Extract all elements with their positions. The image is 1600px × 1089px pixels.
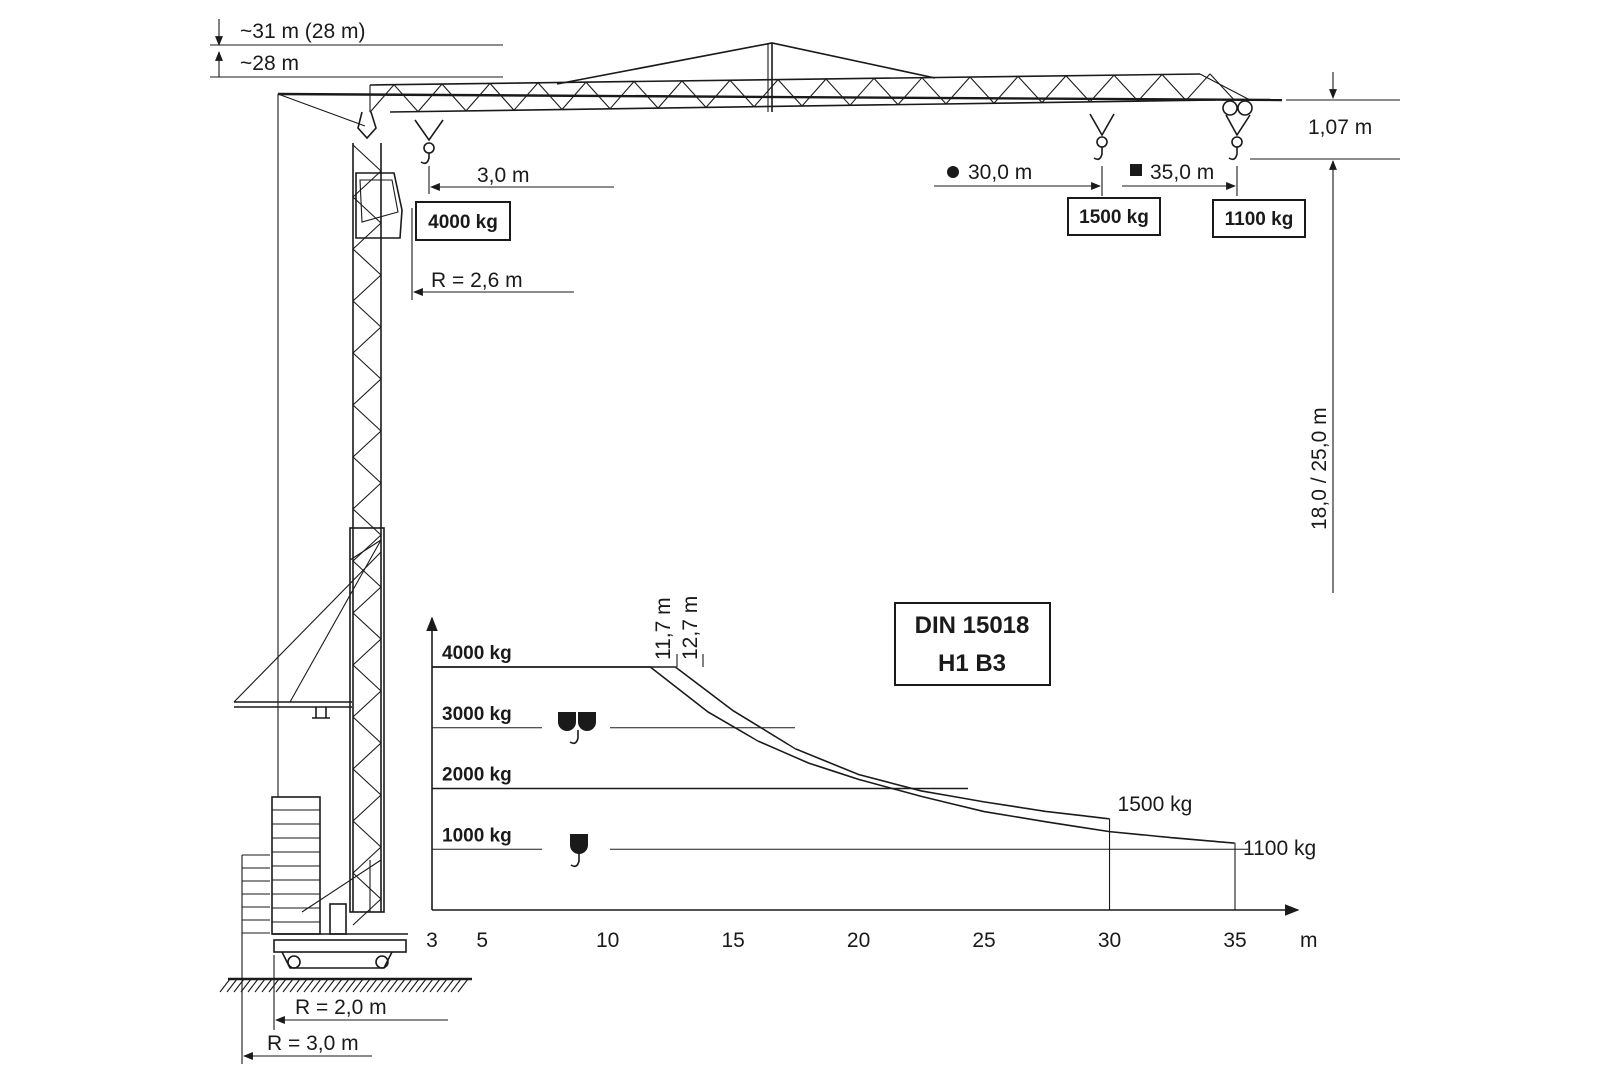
radius-30-bullet-icon [947,166,959,178]
series-end-label: 1500 kg [1118,793,1193,816]
load-curve-single [432,666,1236,844]
hook-min-radius [414,119,444,165]
hook-height-label: ~28 m [240,52,299,75]
break-radius-1-label: 11,7 m [652,597,675,660]
base-radius-1-label: R = 2,0 m [295,996,387,1019]
tower-radius-label: R = 2,6 m [431,269,523,292]
x-tick-label: 3 [426,929,438,952]
y-tick-label: 4000 kg [442,643,512,664]
crane-structure [219,42,1283,993]
series-end-labels: 1500 kg 1100 kg [1118,793,1317,860]
min-radius-label: 3,0 m [477,164,530,187]
tower-head [357,111,377,140]
crane-chassis [272,903,408,969]
x-unit-label: m [1300,929,1318,952]
dim-base-radius: R = 2,0 m R = 3,0 m [241,855,448,1064]
load-35-label: 1100 kg [1225,209,1294,230]
y-tick-labels: 1000 kg 2000 kg 3000 kg 4000 kg [442,643,512,846]
dim-jib-radius-35: 35,0 m [1122,161,1238,196]
dim-hook-height: ~31 m (28 m) ~28 m [210,19,503,78]
load-30-label: 1500 kg [1079,207,1149,228]
load-curves [432,666,1236,910]
base-radius-2-label: R = 3,0 m [267,1032,359,1055]
double-hook-icon [558,712,596,745]
x-tick-label: 35 [1223,929,1246,952]
break-radius-2-label: 12,7 m [679,596,702,660]
break-radius-markers: 11,7 m 12,7 m [652,596,704,667]
tower-mast [349,143,385,926]
x-tick-label: 15 [721,929,744,952]
load-curve-double [432,666,1110,820]
dim-tower-radius: R = 2,6 m [411,208,574,300]
side-platform [233,539,382,913]
dim-min-radius: 3,0 m [428,164,614,194]
jib-radius-35-label: 35,0 m [1150,161,1214,184]
radius-35-square-icon [1130,164,1142,176]
single-hook-icon [570,834,588,868]
x-tick-label: 10 [596,929,619,952]
counterweight [242,796,321,935]
load-box-35: 1100 kg [1212,199,1306,238]
standard-box: DIN 15018 H1 B3 [894,602,1051,686]
dim-jib-depth: 1,07 m [1250,72,1400,160]
y-gridlines [432,666,1248,850]
trolley-hook-35m [1222,100,1253,161]
x-tick-label: 5 [476,929,488,952]
x-tick-label: 20 [847,929,870,952]
load-box-min-radius: 4000 kg [415,201,511,241]
dim-jib-radius-30: 30,0 m [934,161,1103,196]
clearance-height-label: 18,0 / 25,0 m [1308,407,1331,530]
jib-radius-30-label: 30,0 m [968,161,1032,184]
jib-depth-label: 1,07 m [1308,116,1372,139]
y-tick-label: 1000 kg [442,825,512,846]
y-tick-label: 3000 kg [442,704,512,725]
load-box-30: 1500 kg [1067,197,1161,236]
x-tick-label: 30 [1098,929,1121,952]
load-min-radius-label: 4000 kg [428,212,498,233]
ground [219,977,472,993]
trolley-hook-30m [1089,113,1115,161]
operator-cab [355,172,403,239]
jib [277,42,1283,797]
x-tick-label: 25 [972,929,995,952]
hook-height-max-label: ~31 m (28 m) [240,20,365,43]
y-tick-label: 2000 kg [442,765,512,786]
series-end-label: 1100 kg [1243,837,1316,860]
standard-line1: DIN 15018 [915,612,1030,639]
standard-line2: H1 B3 [938,650,1006,677]
dim-clearance: 18,0 / 25,0 m [1308,160,1337,593]
